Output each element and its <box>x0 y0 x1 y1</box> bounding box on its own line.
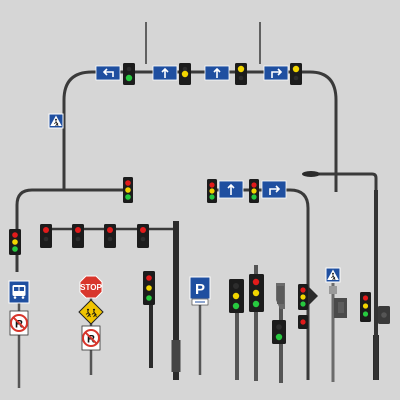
overhead-arch-pole <box>62 22 338 192</box>
signal-c-traffic-light <box>272 320 286 344</box>
straight-arrow-icon <box>227 183 235 195</box>
street-lamp-pole <box>302 171 379 380</box>
parking-sign: P <box>189 276 211 306</box>
signal-b-traffic-light <box>249 274 264 312</box>
pedestrian-crossing-icon <box>326 268 340 282</box>
crossing-pole-bracket <box>329 286 337 294</box>
crossing-sign <box>326 268 340 282</box>
right-pole-pedestrian-light <box>298 315 308 329</box>
parking-sign-letter: P <box>195 281 205 298</box>
straight-arrow-icon <box>161 67 169 78</box>
bus-stop-sign <box>8 280 30 304</box>
arch-traffic-light-1 <box>123 63 135 85</box>
standalone-traffic-light <box>143 271 155 305</box>
signal-a-traffic-light <box>229 279 244 313</box>
gantry-traffic-light-1 <box>40 224 52 248</box>
traffic-light-icon <box>338 302 344 313</box>
pedestrian-crossing-icon <box>49 114 63 128</box>
signal-c-housing <box>276 283 285 309</box>
street-lamp-head <box>302 171 320 177</box>
arch-traffic-light-3 <box>235 63 247 85</box>
right-turn-arrow-icon <box>271 68 283 78</box>
stop-sign: STOP <box>79 275 103 299</box>
right-pole-right-turn-sign <box>261 180 287 199</box>
right-pole-side-traffic-light <box>298 284 308 310</box>
arch-straight-sign-1 <box>152 65 178 81</box>
arch-right-turn-sign <box>263 65 289 81</box>
left-turn-arrow-icon <box>102 68 114 77</box>
left-pole-traffic-light <box>123 177 133 203</box>
pedestrian-warning-sign <box>78 299 104 325</box>
gantry-traffic-light-3 <box>104 224 116 248</box>
crossing-pole-housing <box>334 298 347 318</box>
gantry-traffic-light-4 <box>137 224 149 248</box>
bus-icon <box>12 285 26 299</box>
lamp-pole-rear-signal <box>378 306 390 324</box>
lamp-pole-traffic-light <box>360 292 371 322</box>
stop-sign-text: STOP <box>80 283 102 292</box>
arch-straight-sign-2 <box>204 65 230 81</box>
right-pole-traffic-light-1 <box>207 179 217 203</box>
arch-left-turn-sign <box>95 65 121 81</box>
arch-traffic-light-2 <box>179 63 191 85</box>
right-turn-arrow-icon <box>269 185 281 195</box>
straight-arrow-icon <box>213 67 221 78</box>
no-parking-sign-2 <box>81 325 101 351</box>
left-pole-vertical-traffic-light <box>9 229 21 255</box>
no-parking-sign-1 <box>9 310 29 336</box>
right-pole-arrow-housing <box>308 286 318 306</box>
right-pole-traffic-light-2 <box>249 179 259 203</box>
left-bent-pole <box>15 188 128 272</box>
arch-traffic-light-4 <box>290 63 302 85</box>
gantry-traffic-light-2 <box>72 224 84 248</box>
right-pole-straight-sign <box>218 180 244 199</box>
right-bent-pole <box>211 188 310 380</box>
